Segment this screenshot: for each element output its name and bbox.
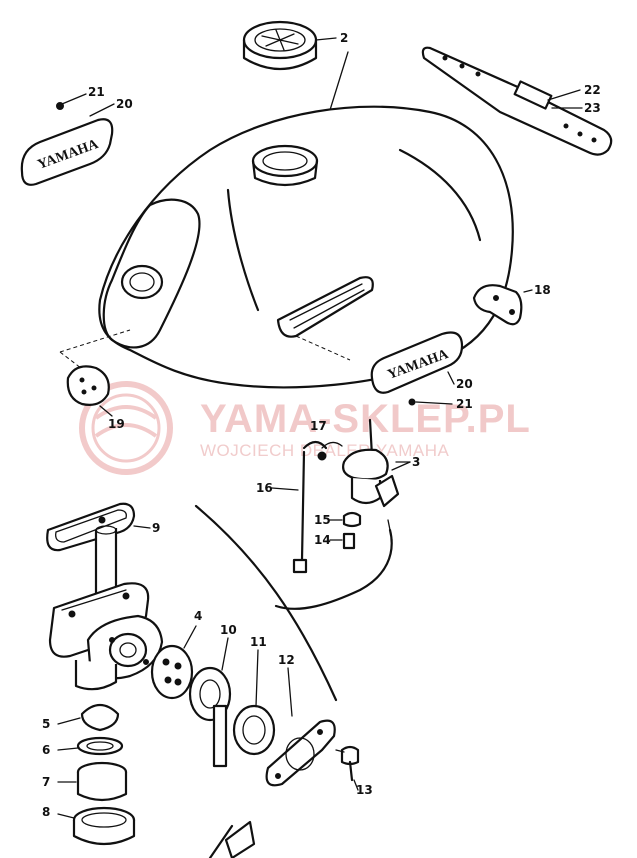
filter-7 — [57, 761, 128, 802]
washer-11 — [232, 649, 276, 756]
callout-7: 7 — [42, 775, 50, 789]
screw-21-top — [56, 93, 87, 110]
watermark-subtitle: WOJCIECH DEALER YAMAHA — [200, 441, 450, 460]
tank-strap — [421, 46, 613, 156]
plate-4 — [150, 625, 197, 700]
watermark: YAMA-SKLEP.PL WOJCIECH DEALER YAMAHA — [79, 381, 531, 475]
fuel-cock-upper — [271, 418, 411, 574]
callout-10: 10 — [220, 623, 237, 637]
callout-18: 18 — [534, 283, 551, 297]
callout-4: 4 — [194, 609, 202, 623]
tank-leader-line — [329, 51, 349, 111]
tank-bottom-outline — [274, 528, 393, 610]
callout-11: 11 — [250, 635, 267, 649]
callout-17: 17 — [310, 419, 327, 433]
watermark-title: YAMA-SKLEP.PL — [200, 397, 531, 441]
callout-21-top: 21 — [88, 85, 105, 99]
callout-20-top: 20 — [116, 97, 133, 111]
rubber-grommet — [66, 365, 113, 417]
callout-9: 9 — [152, 521, 160, 535]
callout-16: 16 — [256, 481, 273, 495]
gasket-6 — [57, 736, 124, 756]
o-ring-5 — [57, 703, 120, 732]
callout-8: 8 — [42, 805, 50, 819]
tank-rubber-damper — [472, 284, 533, 326]
callout-13: 13 — [356, 783, 373, 797]
callout-14: 14 — [314, 533, 331, 547]
callout-6: 6 — [42, 743, 50, 757]
fuel-tank — [59, 105, 514, 389]
leader-20-top — [89, 103, 115, 117]
fuel-cap — [242, 20, 337, 70]
gasket-9 — [46, 502, 151, 552]
tank-emblem-left: YAMAHA — [20, 118, 114, 186]
fuel-cock-body — [48, 525, 164, 691]
callout-15: 15 — [314, 513, 331, 527]
bottom-fragment — [208, 820, 256, 858]
callout-23: 23 — [584, 101, 601, 115]
cover-plate-12 — [265, 667, 336, 787]
callout-12: 12 — [278, 653, 295, 667]
callout-3: 3 — [412, 455, 420, 469]
screw-21-right — [408, 398, 453, 406]
callouts: 2 21 20 22 23 18 20 21 19 17 3 16 15 14 … — [42, 31, 601, 819]
callout-22: 22 — [584, 83, 601, 97]
cup-8 — [57, 806, 136, 846]
lever-10 — [188, 637, 232, 768]
screw-13 — [335, 745, 360, 791]
callout-5: 5 — [42, 717, 50, 731]
callout-21-right: 21 — [456, 397, 473, 411]
callout-20-right: 20 — [456, 377, 473, 391]
callout-19: 19 — [108, 417, 125, 431]
tank-cutaway-outline — [194, 504, 338, 702]
watermark-logo-icon — [79, 381, 173, 475]
callout-2: 2 — [340, 31, 348, 45]
